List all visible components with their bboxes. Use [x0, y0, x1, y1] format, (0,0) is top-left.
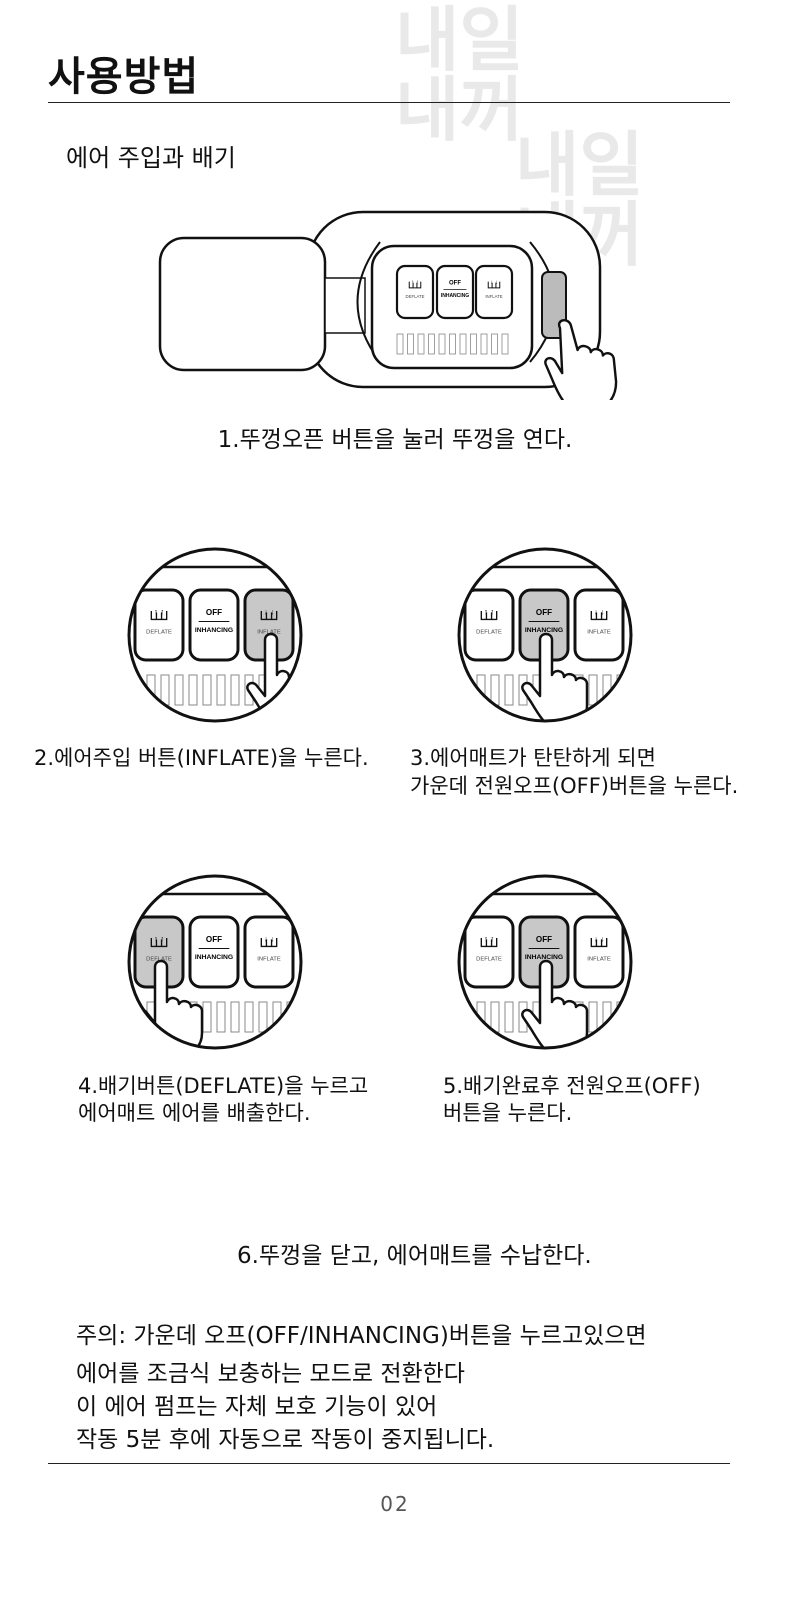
deflate-button: ↑ ↑ DEFLATE: [395, 264, 435, 320]
svg-text:↑ ↑: ↑ ↑: [154, 935, 164, 944]
inflate-arrows-icon: ↓ ↓: [487, 280, 501, 289]
deflate-button: ↑ ↑ DEFLATE: [133, 588, 185, 662]
zoom-circle: [127, 874, 303, 1050]
svg-text:DEFLATE: DEFLATE: [146, 956, 172, 962]
deflate-arrows-icon: ↑ ↑: [150, 608, 168, 621]
section-subtitle: 에어 주입과 배기: [66, 144, 236, 172]
note-line: 작동 5분 후에 자동으로 작동이 중지됩니다.: [76, 1427, 495, 1453]
step-4-line1: 4.배기버튼(DEFLATE)을 누르고: [78, 1074, 369, 1098]
svg-text:OFF: OFF: [536, 608, 552, 617]
step-3-illustration: ↑ ↑ DEFLATE OFF INHANCING ↓ ↓ INFLATE: [457, 547, 633, 723]
page-number: 02: [380, 1492, 410, 1516]
title-divider: [48, 102, 730, 103]
off-button: OFF INHANCING: [435, 264, 475, 320]
inflate-arrows-icon: ↓ ↓: [260, 935, 278, 948]
zoom-circle: [457, 547, 633, 723]
deflate-button: ↑ ↑ DEFLATE: [463, 588, 515, 662]
svg-text:INFLATE: INFLATE: [587, 629, 611, 635]
deflate-arrows-icon: ↑ ↑: [150, 935, 168, 948]
step-4-line2: 에어매트 에어를 배출한다.: [78, 1101, 311, 1125]
deflate-arrows-icon: ↑ ↑: [480, 935, 498, 948]
step-3-line1: 3.에어매트가 탄탄하게 되면: [410, 746, 656, 770]
deflate-arrows-icon: ↑ ↑: [408, 280, 422, 289]
step-3-line2: 가운데 전원오프(OFF)버튼을 누른다.: [410, 774, 739, 798]
svg-text:DEFLATE: DEFLATE: [476, 629, 502, 635]
svg-text:↓ ↓: ↓ ↓: [490, 280, 498, 286]
deflate-arrows-icon: ↑ ↑: [480, 608, 498, 621]
svg-text:↑ ↑: ↑ ↑: [484, 608, 494, 617]
svg-text:DEFLATE: DEFLATE: [476, 956, 502, 962]
off-button: OFF INHANCING: [518, 588, 570, 662]
inflate-button: ↓ ↓ INFLATE: [573, 588, 625, 662]
step-5-line2: 버튼을 누른다.: [443, 1101, 573, 1125]
svg-text:↓ ↓: ↓ ↓: [264, 935, 274, 944]
svg-text:↓ ↓: ↓ ↓: [264, 608, 274, 617]
inflate-button: ↓ ↓ INFLATE: [573, 915, 625, 989]
deflate-button: ↑ ↑ DEFLATE: [133, 915, 185, 989]
svg-text:DEFLATE: DEFLATE: [146, 629, 172, 635]
note-line: 에어를 조금식 보충하는 모드로 전환한다: [76, 1361, 465, 1387]
svg-text:OFF: OFF: [536, 935, 552, 944]
svg-text:INHANCING: INHANCING: [195, 627, 233, 634]
inflate-button: ↓ ↓ INFLATE: [474, 264, 514, 320]
page-title: 사용방법: [48, 54, 200, 100]
pointing-hand-icon: [521, 632, 589, 721]
svg-text:INHANCING: INHANCING: [195, 954, 233, 961]
svg-text:OFF: OFF: [206, 935, 222, 944]
svg-text:↑ ↑: ↑ ↑: [484, 935, 494, 944]
device-illustration: ↑ ↑ DEFLATE OFF INHANCING ↓ ↓ INFLATE: [158, 210, 618, 400]
step-4-illustration: ↑ ↑ DEFLATE OFF INHANCING ↓ ↓ INFLATE: [127, 874, 303, 1050]
svg-text:INFLATE: INFLATE: [257, 956, 281, 962]
inflate-arrows-icon: ↓ ↓: [260, 608, 278, 621]
open-lid: [158, 236, 327, 372]
svg-text:OFF: OFF: [449, 281, 461, 287]
footer-divider: [48, 1463, 730, 1464]
zoom-circle: [127, 547, 303, 723]
inflate-button: ↓ ↓ INFLATE: [243, 915, 295, 989]
svg-text:↑ ↑: ↑ ↑: [154, 608, 164, 617]
svg-text:↑ ↑: ↑ ↑: [411, 280, 419, 286]
off-button: OFF INHANCING: [188, 588, 240, 662]
zoom-circle: [457, 874, 633, 1050]
svg-text:↓ ↓: ↓ ↓: [594, 608, 604, 617]
svg-text:INHANCING: INHANCING: [441, 293, 469, 299]
step-2-text: 2.에어주입 버튼(INFLATE)을 누른다.: [34, 746, 369, 770]
step-6-text: 6.뚜껑을 닫고, 에어매트를 수납한다.: [237, 1243, 592, 1269]
svg-text:INFLATE: INFLATE: [485, 294, 502, 299]
inflate-arrows-icon: ↓ ↓: [590, 935, 608, 948]
step-5-line1: 5.배기완료후 전원오프(OFF): [443, 1074, 701, 1098]
step-5-illustration: ↑ ↑ DEFLATE OFF INHANCING ↓ ↓ INFLATE: [457, 874, 633, 1050]
svg-text:INFLATE: INFLATE: [587, 956, 611, 962]
inflate-arrows-icon: ↓ ↓: [590, 608, 608, 621]
deflate-button: ↑ ↑ DEFLATE: [463, 915, 515, 989]
svg-text:↓ ↓: ↓ ↓: [594, 935, 604, 944]
svg-text:OFF: OFF: [206, 608, 222, 617]
step-1-text: 1.뚜껑오픈 버튼을 눌러 뚜껑을 연다.: [217, 427, 573, 453]
svg-text:INFLATE: INFLATE: [257, 629, 281, 635]
svg-text:DEFLATE: DEFLATE: [405, 294, 424, 299]
svg-text:INHANCING: INHANCING: [525, 954, 563, 961]
note-line: 주의: 가운데 오프(OFF/INHANCING)버튼을 누르고있으면: [76, 1323, 647, 1349]
pointing-hand-icon: [521, 959, 589, 1048]
pointing-hand-icon: [544, 319, 618, 400]
note-line: 이 에어 펌프는 자체 보호 기능이 있어: [76, 1394, 438, 1420]
svg-text:INHANCING: INHANCING: [525, 627, 563, 634]
step-2-illustration: ↑ ↑ DEFLATE OFF INHANCING ↓ ↓ INFLATE: [127, 547, 303, 723]
off-button: OFF INHANCING: [188, 915, 240, 989]
